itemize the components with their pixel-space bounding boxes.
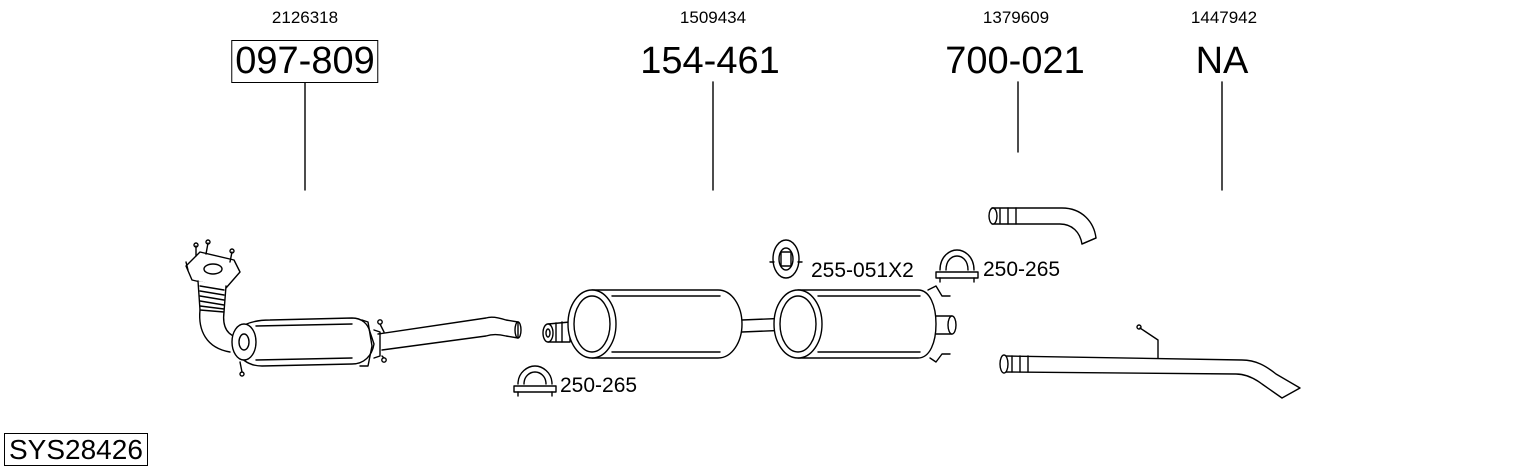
- centre-and-rear-silencers: [542, 285, 957, 363]
- accessory-label[interactable]: 255-051X2: [811, 259, 914, 282]
- clamp-icon: [513, 365, 557, 397]
- accessory-label[interactable]: 250-265: [983, 258, 1061, 281]
- oem-number: 1447942: [1190, 8, 1258, 27]
- system-code-box: SYS28426: [4, 433, 148, 467]
- part-number-box[interactable]: 097-809: [231, 40, 379, 83]
- clamp-icon: [935, 249, 979, 283]
- oem-number: 1509434: [679, 8, 747, 27]
- oem-number: 1379609: [982, 8, 1050, 27]
- tailpipe-bend: [988, 207, 1097, 245]
- rear-pipe: [999, 324, 1301, 399]
- part-number[interactable]: 700-021: [945, 40, 1085, 82]
- oem-number: 2126318: [271, 8, 339, 27]
- front-section-catalytic-converter: [185, 239, 522, 377]
- rubber-hanger-icon: [769, 239, 803, 279]
- part-number: NA: [1195, 40, 1249, 82]
- part-number[interactable]: 154-461: [640, 40, 780, 82]
- accessory-label[interactable]: 250-265: [560, 374, 638, 397]
